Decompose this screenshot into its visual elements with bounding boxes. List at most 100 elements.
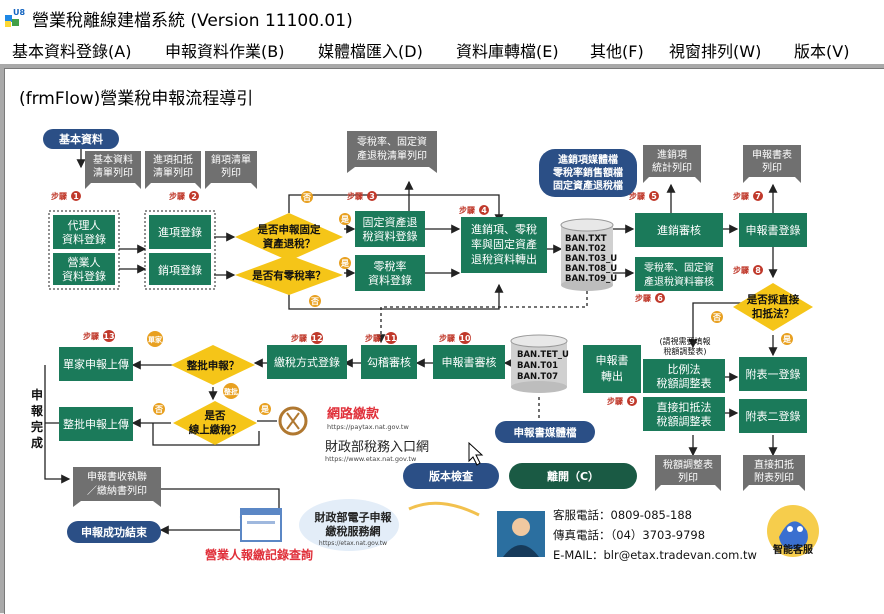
agent-login-button[interactable]: 代理人 資料登錄 [53, 215, 115, 249]
svg-text:產退稅清單列印: 產退稅清單列印 [357, 149, 427, 162]
svg-text:整批申報上傳: 整批申報上傳 [63, 417, 129, 431]
svg-text:進銷項: 進銷項 [657, 148, 687, 161]
svg-text:稅額調整表): 稅額調整表) [663, 346, 706, 356]
svg-text:步驟: 步驟 [459, 205, 476, 215]
svg-text:整批: 整批 [223, 387, 238, 396]
efile-service-link[interactable]: 財政部電子申報 繳稅服務網 https://etax.nat.gov.tw [299, 499, 399, 551]
svg-text:報: 報 [31, 403, 44, 418]
stat-print-button[interactable]: 進銷項 統計列印 [643, 145, 701, 183]
menu-version[interactable]: 版本(V) [794, 42, 850, 61]
svg-text:財政部電子申報: 財政部電子申報 [314, 510, 393, 524]
menu-other[interactable]: 其他(F) [590, 42, 644, 61]
menu-media-import[interactable]: 媒體檔匯入(D) [318, 42, 423, 61]
menu-basic-data[interactable]: 基本資料登錄(A) [12, 42, 132, 61]
svg-text:基本資料: 基本資料 [93, 153, 133, 166]
svg-text:BAN.T08_U: BAN.T08_U [565, 264, 617, 274]
menu-db-convert[interactable]: 資料庫轉檔(E) [456, 42, 559, 61]
annex-print-button[interactable]: 直接扣抵 附表列印 [743, 455, 805, 491]
menu-declaration[interactable]: 申報資料作業(B) [165, 42, 285, 61]
step-markers: 步驟步驟 步驟步驟 步驟步驟 步驟步驟 步驟步驟 步驟步驟 步驟 [51, 191, 750, 406]
svg-text:12: 12 [311, 334, 322, 343]
svg-text:步驟: 步驟 [51, 191, 68, 201]
svg-text:步驟: 步驟 [291, 333, 308, 343]
zero-rate-review-button[interactable]: 零稅率、固定資 產退稅資料審核 [635, 257, 723, 291]
svg-text:10: 10 [459, 334, 471, 343]
ratio-table-button[interactable]: 比例法 稅額調整表 [643, 359, 725, 393]
svg-text:固定資產退: 固定資產退 [363, 215, 418, 229]
business-login-button[interactable]: 營業人 資料登錄 [53, 253, 115, 285]
record-query-link[interactable]: 營業人報繳記錄查詢 [205, 547, 313, 562]
svg-text:申: 申 [31, 387, 43, 402]
review-button[interactable]: 進銷審核 [635, 213, 723, 247]
login-group-frame [48, 210, 120, 290]
single-upload-button[interactable]: 單家申報上傳 [59, 347, 133, 381]
report-out-button[interactable]: 申報書 轉出 [583, 345, 641, 393]
svg-text:步驟: 步驟 [733, 265, 750, 275]
svg-text:離開（C）: 離開（C） [547, 469, 599, 483]
menu-window[interactable]: 視窗排列(W) [669, 42, 762, 61]
svg-text:比例法: 比例法 [668, 362, 701, 376]
svg-text:BAN.T02: BAN.T02 [565, 244, 606, 254]
etax-portal-link[interactable]: 財政部稅務入口網 https://www.etax.nat.gov.tw [325, 440, 429, 463]
svg-text:https://paytax.nat.gov.tw: https://paytax.nat.gov.tw [327, 423, 409, 431]
purchase-login-button[interactable]: 進項登錄 [149, 215, 211, 249]
browser-icon[interactable] [240, 508, 282, 542]
report-review-button[interactable]: 申報書審核 [433, 345, 505, 379]
svg-text:資產退稅？: 資產退稅？ [263, 237, 316, 250]
data-convert-button[interactable]: 進銷項、零稅 率與固定資產 退稅資料轉出 [461, 217, 547, 273]
annex-one-login-button[interactable]: 附表一登錄 [739, 357, 807, 391]
version-check-button[interactable]: 版本檢查 [403, 463, 499, 489]
mouse-cursor-icon [468, 441, 484, 466]
svg-text:否: 否 [712, 313, 721, 322]
svg-text:申報書審核: 申報書審核 [442, 355, 497, 369]
app-logo-icon: U8 [5, 8, 25, 27]
svg-text:13: 13 [103, 332, 114, 341]
smart-service-bot[interactable]: 智能客服 [767, 505, 819, 557]
svg-text:完: 完 [31, 419, 43, 434]
basic-list-print-button[interactable]: 基本資料 清單列印 [85, 151, 141, 189]
report-print-button[interactable]: 申報書表 列印 [743, 145, 801, 183]
svg-text:營業人: 營業人 [68, 256, 101, 269]
svg-text:是: 是 [340, 214, 349, 224]
annex-two-login-button[interactable]: 附表二登錄 [739, 399, 807, 433]
svg-text:BAN.T03_U: BAN.T03_U [565, 254, 617, 264]
batch-upload-button[interactable]: 整批申報上傳 [59, 407, 133, 441]
sales-list-print-button[interactable]: 銷項清單 列印 [205, 151, 257, 189]
tax-adjust-print-button[interactable]: 稅額調整表 列印 [655, 455, 721, 491]
svg-text:U8: U8 [13, 8, 25, 17]
netpay-logo[interactable]: 網路繳款 https://paytax.nat.gov.tw [278, 406, 409, 436]
online-pay-decision: 是否 線上繳稅？ [173, 401, 257, 445]
svg-text:https://etax.nat.gov.tw: https://etax.nat.gov.tw [319, 540, 387, 547]
svg-text:產退稅資料審核: 產退稅資料審核 [644, 275, 714, 288]
svg-text:進銷項媒體檔: 進銷項媒體檔 [558, 153, 618, 166]
svg-text:基本資料: 基本資料 [58, 132, 103, 146]
svg-text:資料登錄: 資料登錄 [62, 269, 106, 283]
receipt-print-button[interactable]: 申報書收執聯 ／繳納書列印 [73, 467, 161, 507]
svg-text:8: 8 [755, 266, 761, 275]
direct-table-button[interactable]: 直接扣抵法 稅額調整表 [643, 397, 725, 431]
exit-button[interactable]: 離開（C） [509, 463, 637, 489]
sales-login-button[interactable]: 銷項登錄 [149, 253, 211, 285]
svg-text:申報書媒體檔: 申報書媒體檔 [514, 426, 577, 439]
svg-text:是: 是 [340, 258, 349, 268]
svg-text:代理人: 代理人 [68, 219, 101, 232]
svg-text:是否有零稅率？: 是否有零稅率？ [251, 269, 326, 282]
svg-text:E-MAIL：blr@etax.tradevan.com.t: E-MAIL：blr@etax.tradevan.com.tw [553, 548, 757, 562]
svg-text:版本檢查: 版本檢查 [429, 469, 473, 483]
svg-text:6: 6 [657, 294, 663, 303]
svg-text:繳稅方式登錄: 繳稅方式登錄 [274, 355, 340, 369]
svg-text:7: 7 [755, 192, 761, 201]
svg-text:傳真電話：（04）3703-9798: 傳真電話：（04）3703-9798 [553, 528, 705, 542]
svg-text:步驟: 步驟 [629, 191, 646, 201]
svg-text:資料登錄: 資料登錄 [62, 232, 106, 246]
report-login-button[interactable]: 申報書登錄 [739, 213, 807, 247]
deduct-list-print-button[interactable]: 進項扣抵 清單列印 [145, 151, 201, 189]
svg-text:銷項清單: 銷項清單 [211, 153, 251, 166]
fixed-asset-login-button[interactable]: 固定資產退 稅資料登錄 [355, 211, 425, 247]
zero-rate-list-print-button[interactable]: 零稅率、固定資 產退稅清單列印 [347, 131, 437, 173]
pay-method-button[interactable]: 繳稅方式登錄 [267, 345, 347, 379]
svg-text:單家申報上傳: 單家申報上傳 [63, 357, 129, 371]
zero-rate-login-button[interactable]: 零稅率 資料登錄 [355, 255, 425, 291]
check-review-button[interactable]: 勾稽審核 [361, 345, 417, 379]
svg-text:申報書登錄: 申報書登錄 [746, 223, 801, 237]
